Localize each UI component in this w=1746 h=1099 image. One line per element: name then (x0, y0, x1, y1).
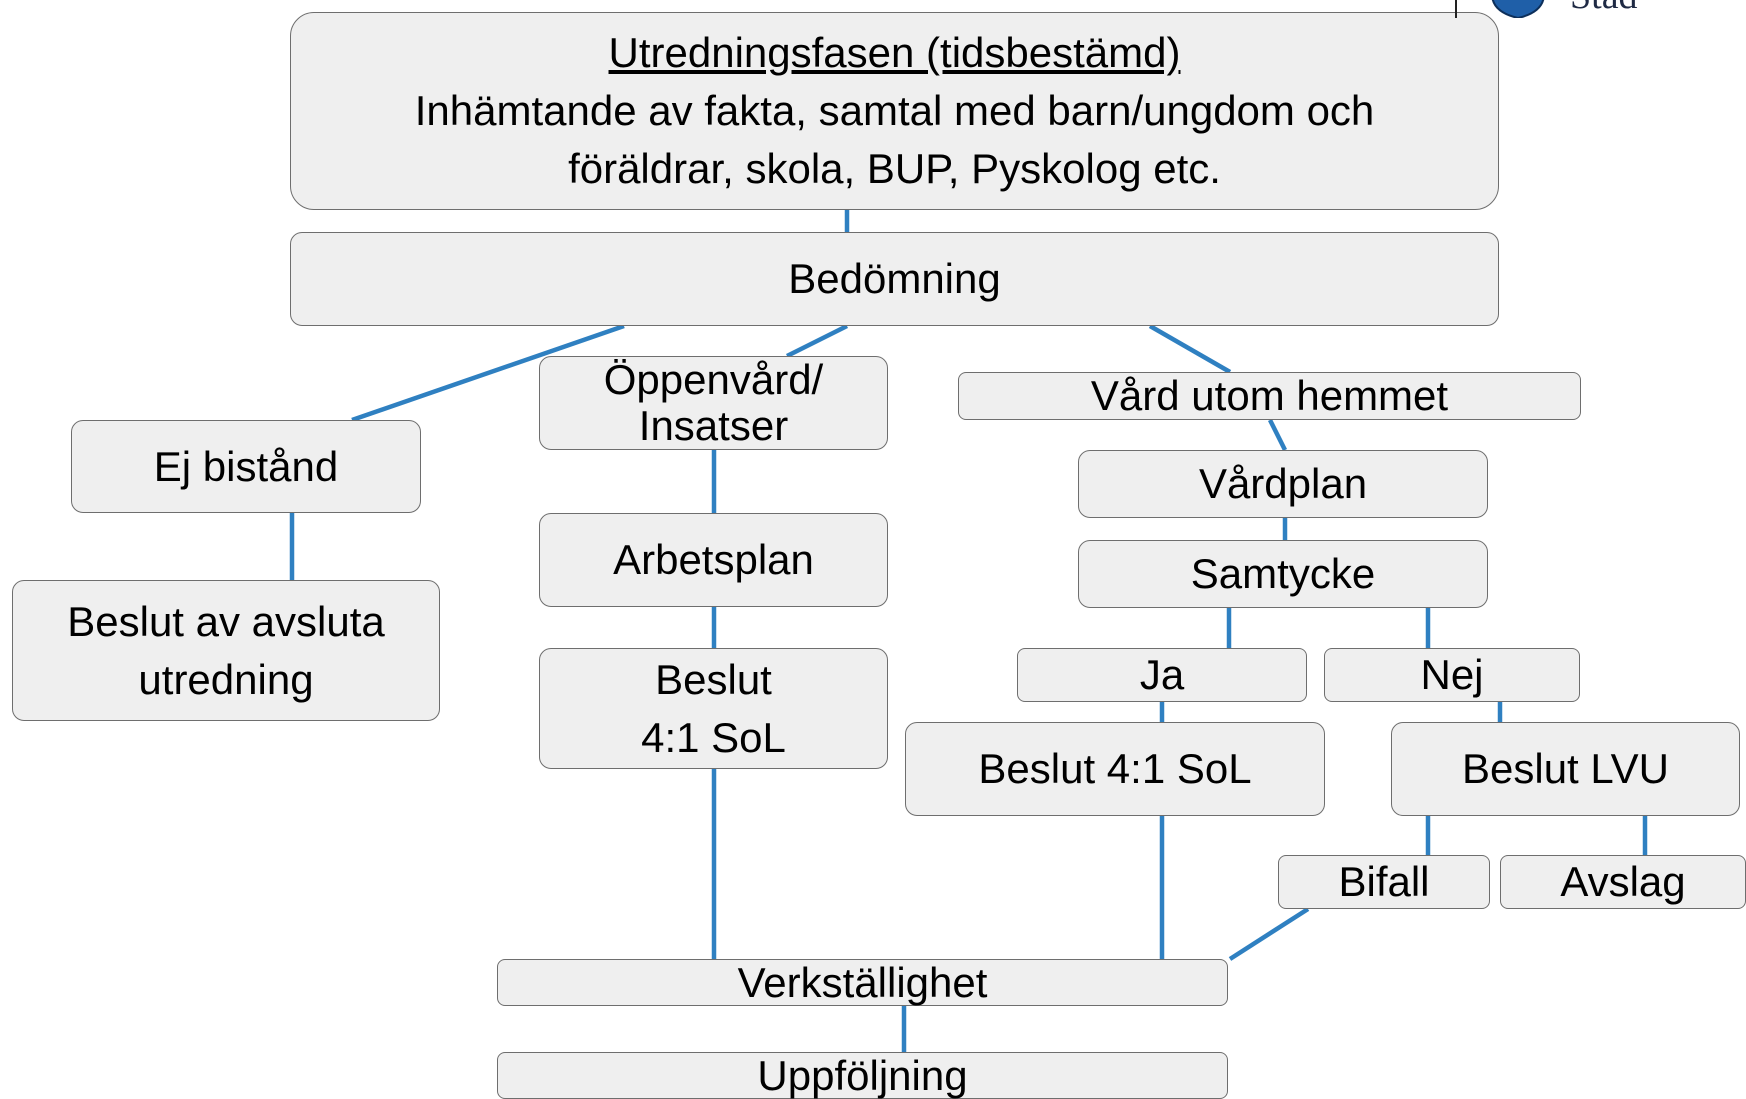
node-nej: Nej (1324, 648, 1580, 702)
node-nej-label: Nej (1420, 651, 1484, 698)
logo-text: Stad (1570, 0, 1638, 16)
node-arbetsplan: Arbetsplan (539, 513, 888, 607)
node-uppfoljning: Uppföljning (497, 1052, 1228, 1099)
node-oppenvard-insatser-label: Öppenvård/ Insatser (603, 356, 824, 449)
node-utredningsfasen-title: Utredningsfasen (tidsbestämd) (608, 29, 1181, 76)
connector-bedomning-vard-utom-hemmet (1148, 324, 1232, 374)
connector-bedomning-oppenvard (785, 323, 849, 359)
node-ej-bistand-label: Ej bistånd (153, 442, 339, 490)
logo-divider (1455, 0, 1457, 18)
node-beslut-4-1-sol-right-label: Beslut 4:1 SoL (978, 745, 1252, 792)
node-avslag: Avslag (1500, 855, 1746, 909)
city-logo: Stad (1452, 0, 1746, 30)
node-ej-bistand: Ej bistånd (71, 420, 421, 513)
node-verkstallighet: Verkställighet (497, 959, 1228, 1006)
node-vardplan-label: Vårdplan (1198, 460, 1368, 507)
node-vard-utom-hemmet-label: Vård utom hemmet (1090, 372, 1449, 419)
node-samtycke: Samtycke (1078, 540, 1488, 608)
node-uppfoljning-label: Uppföljning (757, 1052, 968, 1099)
connector-bedomning-ej-bistand (351, 323, 625, 423)
node-beslut-lvu: Beslut LVU (1391, 722, 1740, 816)
node-beslut-4-1-sol-left: Beslut 4:1 SoL (539, 648, 888, 769)
node-avslag-label: Avslag (1560, 858, 1686, 905)
node-verkstallighet-label: Verkställighet (737, 958, 988, 1006)
node-utredningsfasen-body: Inhämtande av fakta, samtal med barn/ung… (414, 87, 1375, 192)
node-beslut-avsluta-utredning-label: Beslut av avsluta utredning (67, 597, 385, 703)
node-bifall-label: Bifall (1338, 858, 1430, 905)
connector-bifall-verkstallighet (1228, 907, 1310, 961)
node-bedomning: Bedömning (290, 232, 1499, 326)
node-ja: Ja (1017, 648, 1307, 702)
city-crest-icon (1491, 0, 1545, 18)
node-beslut-4-1-sol-right: Beslut 4:1 SoL (905, 722, 1325, 816)
node-beslut-4-1-sol-left-label: Beslut 4:1 SoL (641, 655, 786, 761)
connector-vard-utom-hemmet-vardplan (1267, 418, 1288, 452)
node-oppenvard-insatser: Öppenvård/ Insatser (539, 356, 888, 450)
node-beslut-avsluta-utredning: Beslut av avsluta utredning (12, 580, 440, 721)
node-vard-utom-hemmet: Vård utom hemmet (958, 372, 1581, 420)
node-samtycke-label: Samtycke (1190, 550, 1376, 597)
node-vardplan: Vårdplan (1078, 450, 1488, 518)
node-bedomning-label: Bedömning (788, 255, 1001, 302)
node-bifall: Bifall (1278, 855, 1490, 909)
node-arbetsplan-label: Arbetsplan (613, 536, 814, 583)
node-ja-label: Ja (1139, 651, 1185, 698)
node-utredningsfasen: Utredningsfasen (tidsbestämd) Inhämtande… (290, 12, 1499, 210)
node-beslut-lvu-label: Beslut LVU (1462, 745, 1669, 792)
